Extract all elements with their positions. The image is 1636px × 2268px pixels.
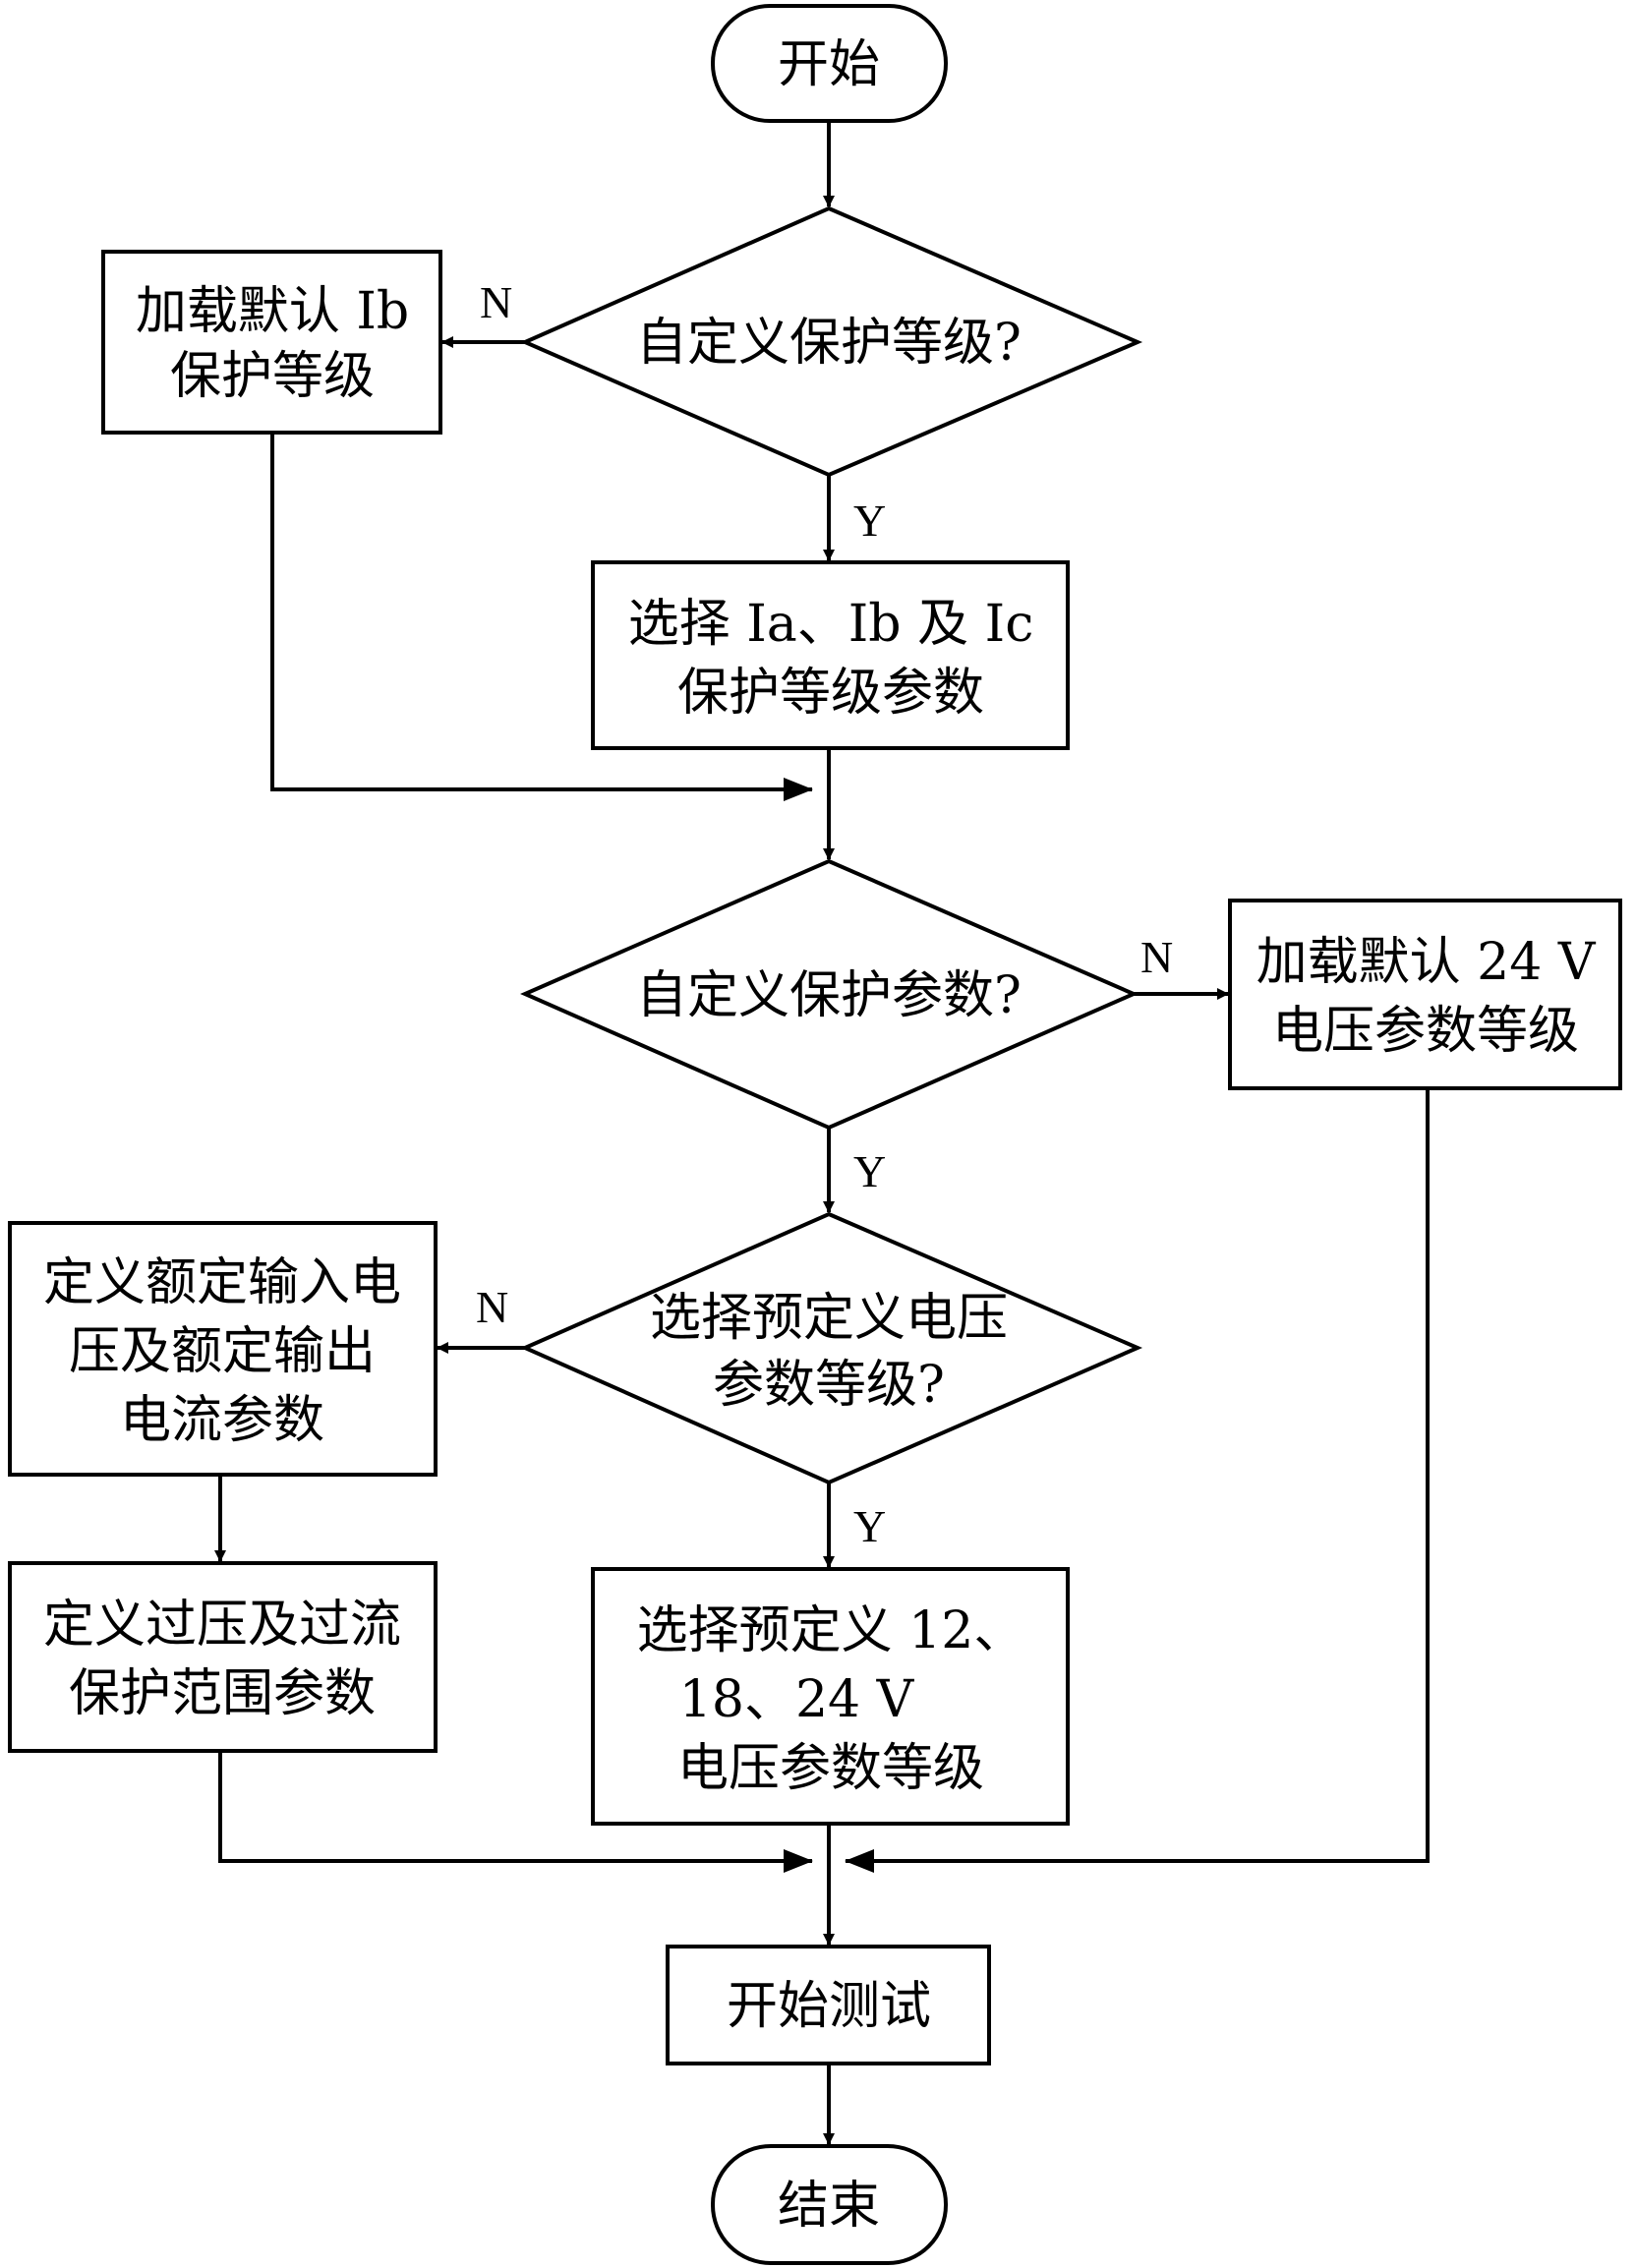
edge-label-d1-yes: Y [853,495,886,546]
end-label: 结束 [778,2177,880,2236]
define-rated-line2: 压及额定输出 [69,1322,376,1381]
decision3-line1: 选择预定义电压 [650,1289,1008,1348]
end-terminal [711,2144,948,2265]
select-predef-line3: 电压参数等级 [677,1739,984,1798]
default-24v-line1: 加载默认 24 V [1256,933,1597,992]
line-over-to-merge [218,1751,813,1873]
default-24v-box [1228,899,1622,1090]
default-24v-line2: 电压参数等级 [1272,1002,1579,1061]
select-abc-line2: 保护等级参数 [677,664,984,723]
define-over-line2: 保护范围参数 [69,1664,376,1723]
start-label: 开始 [778,35,880,94]
define-rated-line3: 电流参数 [120,1391,324,1450]
decision-select-predefined-voltage [520,1211,1143,1485]
edge-label-d2-no: N [1140,932,1173,982]
decision3-line2: 参数等级? [713,1356,945,1415]
select-predefined-box [591,1567,1070,1826]
define-over-box [8,1561,438,1753]
default-ib-line2: 保护等级 [170,347,375,406]
select-abc-line1: 选择 Ia、Ib 及 Ic [628,595,1034,654]
start-test-label: 开始测试 [727,1977,931,2036]
define-rated-line1: 定义额定输入电 [43,1253,401,1312]
select-predef-line1: 选择预定义 12、 [637,1601,1025,1660]
default-ib-box [101,250,442,435]
define-rated-box [8,1221,438,1477]
edge-label-d1-no: N [480,277,512,327]
decision2-label: 自定义保护参数? [636,966,1022,1025]
edge-label-d2-yes: Y [853,1146,886,1196]
line-24v-to-merge [845,1088,1430,1873]
start-test-box [666,1945,991,2065]
default-ib-line1: 加载默认 Ib [136,282,409,341]
line-ib-to-merge [270,433,813,801]
edge-label-d3-yes: Y [853,1501,886,1551]
define-over-line1: 定义过压及过流 [43,1596,401,1655]
edge-label-d3-no: N [476,1282,508,1332]
select-predef-line2: 18、24 V [679,1670,915,1729]
decision1-label: 自定义保护等级? [636,314,1022,373]
